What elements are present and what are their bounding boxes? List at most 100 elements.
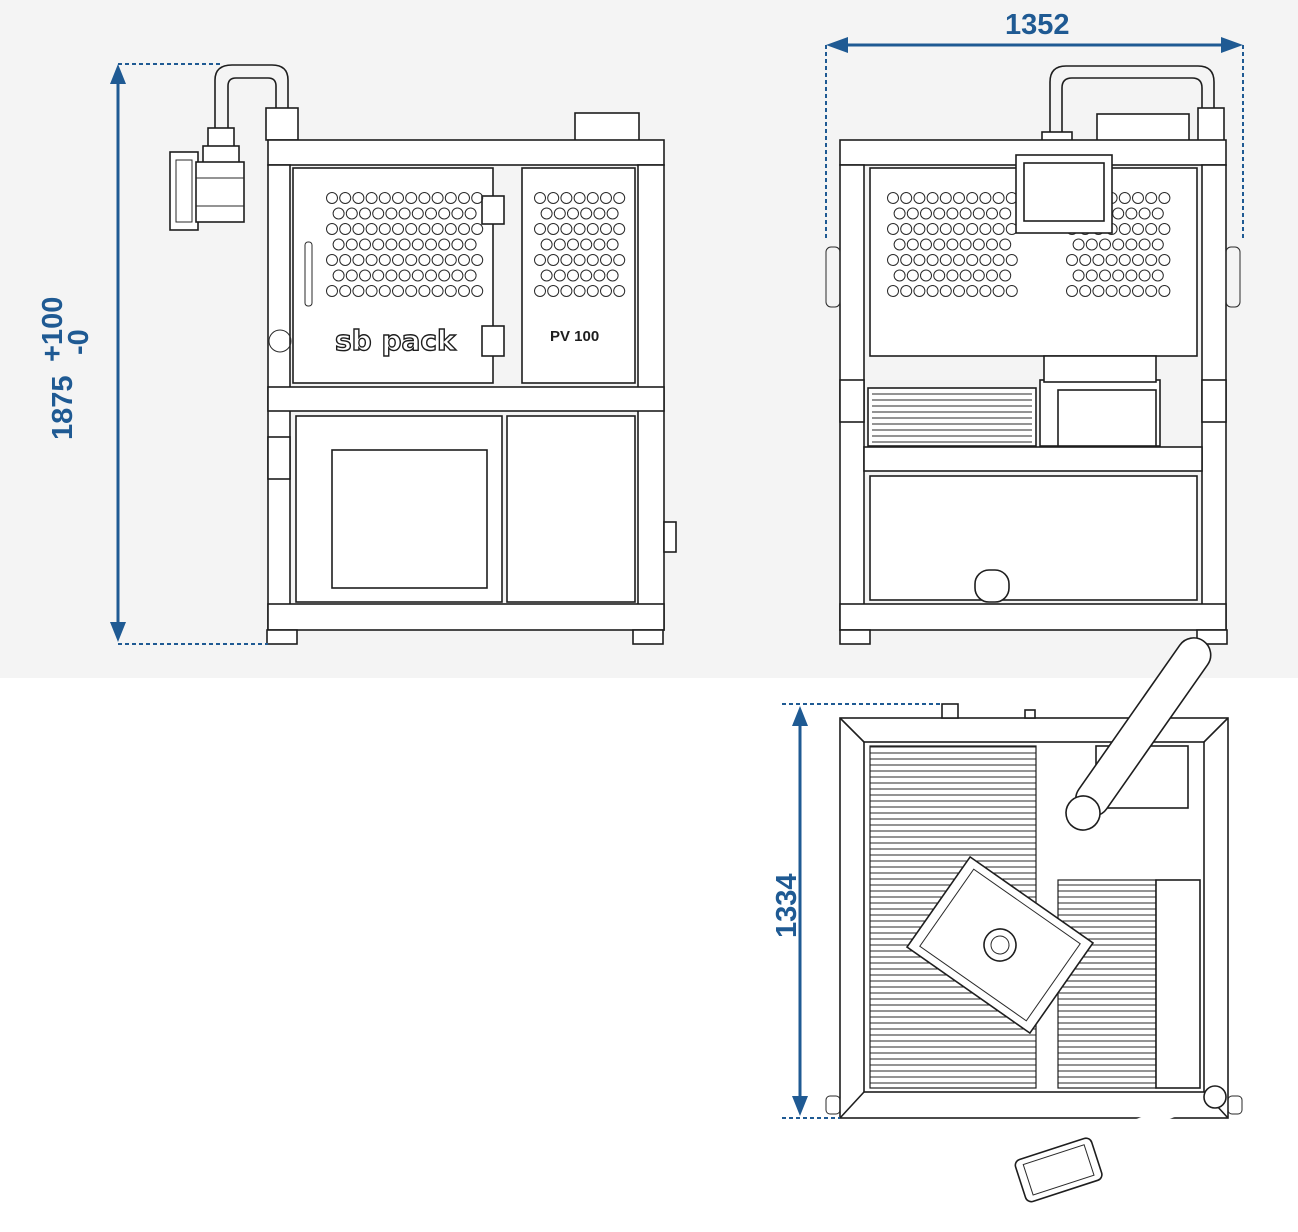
vent-hole xyxy=(560,254,573,266)
vent-hole xyxy=(378,192,391,204)
vent-hole xyxy=(1118,223,1131,235)
vent-hole xyxy=(1125,238,1138,251)
vent-hole xyxy=(1138,207,1151,220)
vent-hole xyxy=(560,192,573,204)
vent-hole xyxy=(534,254,546,266)
vent-hole xyxy=(431,223,444,235)
vent-hole xyxy=(365,285,378,297)
vent-hole xyxy=(438,238,451,251)
vent-hole xyxy=(999,207,1012,220)
vent-hole xyxy=(385,269,398,282)
vent-hole xyxy=(972,238,985,251)
vent-hole xyxy=(939,285,952,297)
vent-hole xyxy=(1145,285,1158,297)
vent-hole xyxy=(953,192,965,204)
vent-hole xyxy=(425,207,437,220)
vent-hole xyxy=(926,223,939,235)
vent-hole xyxy=(933,269,946,282)
vent-hole xyxy=(398,207,411,220)
vent-hole xyxy=(1118,192,1131,204)
brand-logo: sb pack xyxy=(335,324,457,357)
vent-hole xyxy=(946,238,959,251)
vent-hole xyxy=(966,254,979,266)
vent-hole xyxy=(1079,285,1092,297)
vent-hole xyxy=(392,223,404,235)
vent-hole xyxy=(573,285,586,297)
vent-hole xyxy=(593,238,606,251)
vent-hole xyxy=(593,269,606,282)
vent-hole xyxy=(1125,269,1138,282)
vent-hole xyxy=(471,223,484,235)
vent-hole xyxy=(534,223,546,235)
vent-hole xyxy=(913,285,926,297)
depth-dimension: 1334 xyxy=(771,703,940,1119)
vent-hole xyxy=(953,285,965,297)
vent-hole xyxy=(1005,254,1018,266)
vent-hole xyxy=(359,238,371,251)
vent-hole xyxy=(613,223,626,235)
vent-hole xyxy=(567,269,579,282)
vent-hole xyxy=(444,192,457,204)
foot xyxy=(266,629,298,645)
vent-hole xyxy=(946,207,959,220)
vent-hole xyxy=(1118,254,1131,266)
height-tolerance-lower: -0 xyxy=(63,329,95,355)
vent-hole xyxy=(1005,285,1018,297)
vent-hole xyxy=(352,223,365,235)
side-lower-right-panel xyxy=(506,415,636,603)
vent-hole xyxy=(385,207,398,220)
vent-hole xyxy=(992,223,1005,235)
side-top-rail xyxy=(267,139,665,166)
vent-hole xyxy=(458,254,470,266)
vent-hole xyxy=(378,254,391,266)
vent-hole xyxy=(959,269,972,282)
vent-hole xyxy=(1145,223,1158,235)
side-terminal xyxy=(169,151,199,231)
vent-hole xyxy=(600,223,612,235)
vent-hole xyxy=(352,254,365,266)
vent-hole xyxy=(906,269,919,282)
vent-hole xyxy=(1158,285,1171,297)
vent-hole xyxy=(405,254,418,266)
side-door xyxy=(292,167,494,384)
vent-hole xyxy=(573,192,586,204)
vent-hole xyxy=(332,269,345,282)
vent-hole xyxy=(586,192,599,204)
vent-hole xyxy=(972,207,985,220)
vent-hole xyxy=(464,269,477,282)
vent-hole xyxy=(372,269,385,282)
vent-hole xyxy=(425,269,437,282)
vent-hole xyxy=(547,192,560,204)
vent-hole xyxy=(1138,238,1151,251)
vent-hole xyxy=(887,254,899,266)
vent-hole xyxy=(926,285,939,297)
vent-hole xyxy=(326,254,338,266)
vent-hole xyxy=(405,192,418,204)
vent-hole xyxy=(953,254,965,266)
height-value: 1875 xyxy=(47,375,79,440)
vent-hole xyxy=(913,192,926,204)
vent-hole xyxy=(900,192,913,204)
vent-hole xyxy=(553,238,566,251)
vent-hole xyxy=(560,285,573,297)
vent-hole xyxy=(992,192,1005,204)
vent-hole xyxy=(471,254,484,266)
vent-hole xyxy=(586,254,599,266)
vent-hole xyxy=(458,192,470,204)
vent-hole xyxy=(1132,285,1144,297)
vent-hole xyxy=(547,285,560,297)
vent-hole xyxy=(946,269,959,282)
vent-hole xyxy=(999,238,1012,251)
vent-hole xyxy=(372,207,385,220)
vent-hole xyxy=(926,254,939,266)
vent-hole xyxy=(464,238,477,251)
vent-hole xyxy=(959,238,972,251)
vent-hole xyxy=(567,238,579,251)
vent-hole xyxy=(1092,254,1105,266)
vent-hole xyxy=(405,285,418,297)
vent-hole xyxy=(438,269,451,282)
vent-hole xyxy=(339,254,352,266)
vent-hole xyxy=(438,207,451,220)
vent-hole xyxy=(1132,254,1144,266)
